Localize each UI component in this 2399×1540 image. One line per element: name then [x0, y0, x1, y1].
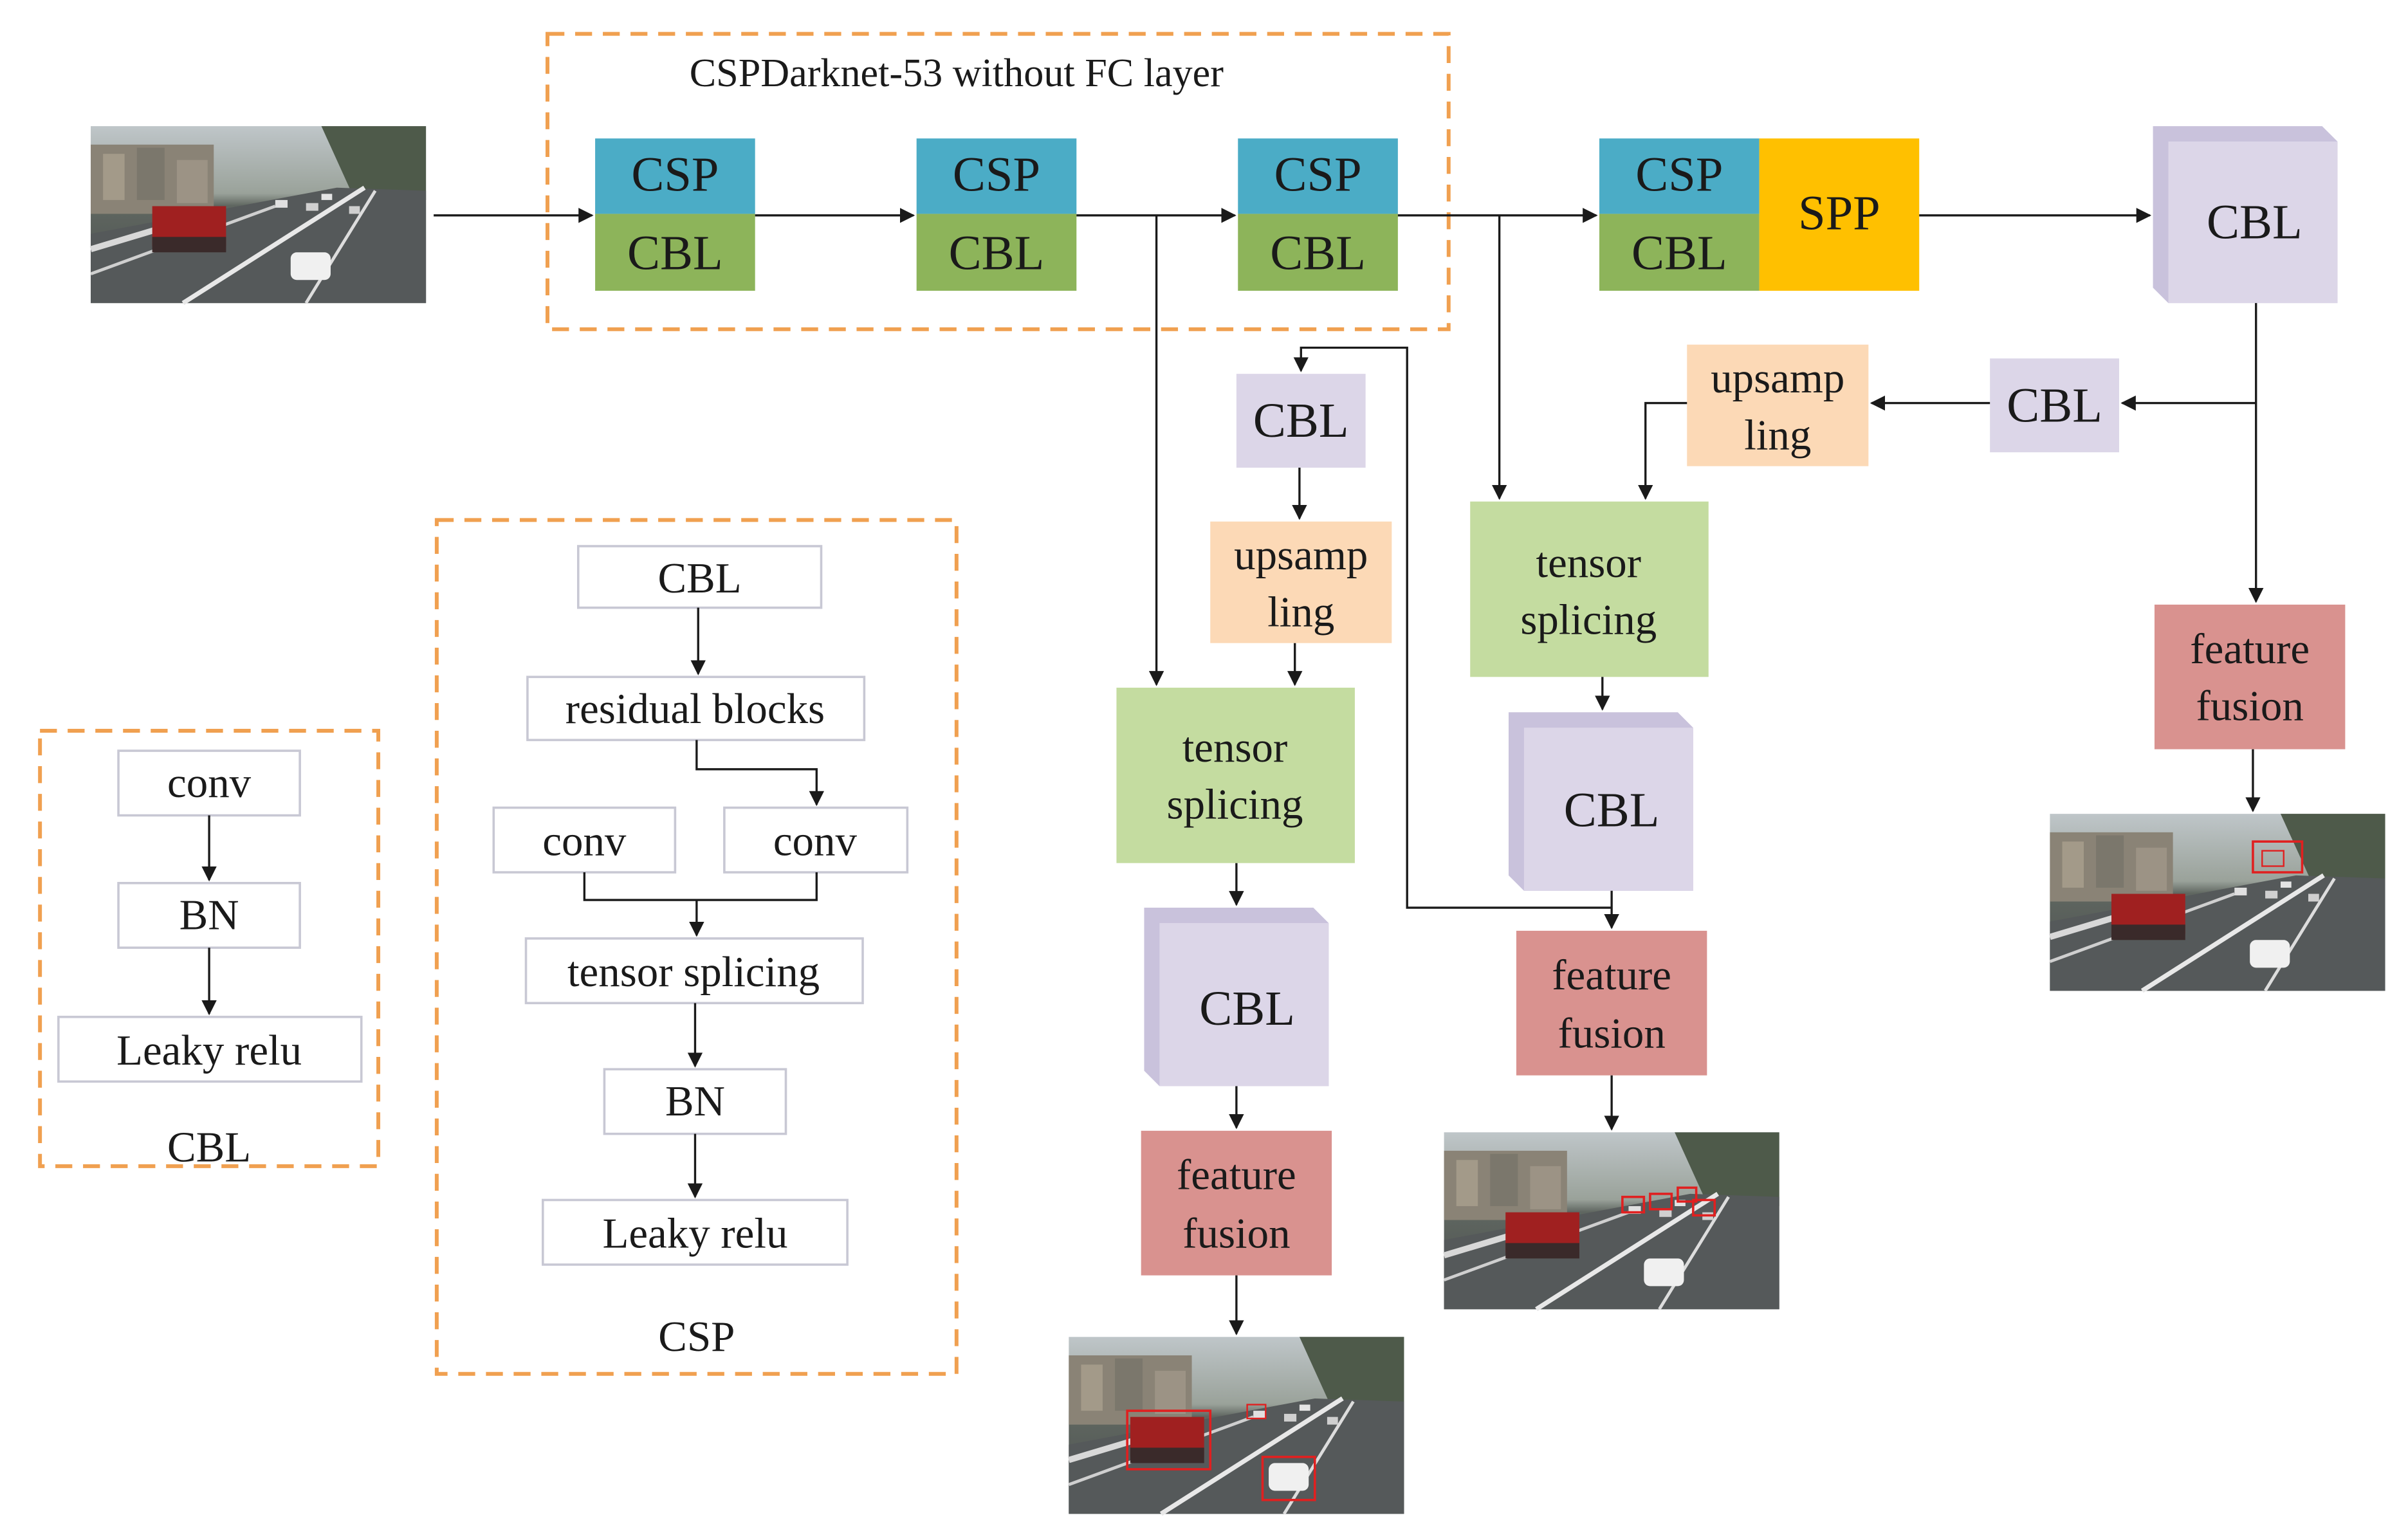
cbl-legend-relu: Leaky relu [116, 1027, 302, 1074]
csp-legend-tensor-box [524, 937, 864, 1005]
csp-legend-cbl-box [576, 545, 823, 609]
tensor-splicing-mid [1470, 501, 1709, 677]
backbone-container [545, 32, 1451, 331]
feature-fusion-left [1141, 1130, 1332, 1276]
cbl-legend-conv-box [117, 749, 301, 817]
output-road-image-large [2050, 814, 2385, 991]
csp-legend-residual-box [526, 675, 866, 742]
cbl-cube-left: CBL [1144, 908, 1329, 1086]
feature-fusion-left-line-2: fusion [1182, 1210, 1290, 1258]
csp-legend-relu: Leaky relu [602, 1210, 787, 1258]
csp-legend-residual: residual blocks [565, 685, 825, 733]
spp-label: SPP [1798, 185, 1880, 240]
csp-legend-bn-box [603, 1068, 787, 1135]
cbl-legend-relu-box [57, 1016, 363, 1083]
feature-fusion-left-line-1: feature [1177, 1151, 1296, 1199]
cbl-small-left-label: CBL [1253, 393, 1349, 448]
backbone-title: CSPDarknet-53 without FC layer [690, 51, 1224, 95]
csp-legend-conv-left: conv [542, 818, 627, 865]
stage-2-csp-label: CSP [953, 147, 1040, 202]
stage-4-csp-label: CSP [1635, 147, 1723, 202]
stage-1-cbl-label: CBL [627, 226, 723, 280]
tensor-splicing-mid-line-2: splicing [1520, 596, 1657, 643]
stage-1-csp-label: CSP [631, 147, 719, 202]
tensor-splicing-left-line-2: splicing [1167, 780, 1303, 828]
upsampling-right-line-2: ling [1744, 411, 1811, 459]
stage-4-cbl-label: CBL [1632, 226, 1727, 280]
cbl-small-right-label: CBL [2007, 378, 2102, 432]
csp-legend-cbl: CBL [658, 555, 742, 602]
csp-spp-block: CSP CBL SPP [1599, 138, 1920, 291]
feature-fusion-mid-line-2: fusion [1558, 1010, 1665, 1058]
feature-fusion-right-line-1: feature [2190, 625, 2310, 673]
stage-2-cbl-label: CBL [949, 226, 1045, 280]
cbl-small-right [1990, 358, 2119, 453]
csp-legend-conv-right-box [723, 806, 909, 874]
feature-fusion-right-line-2: fusion [2196, 682, 2304, 729]
cbl-legend-bn-box [117, 881, 301, 949]
cbl-left-label: CBL [1199, 981, 1295, 1036]
backbone-stage-1: CSP CBL [595, 138, 755, 291]
cbl-cube-main: CBL [2153, 126, 2338, 304]
stage-3-cbl-label: CBL [1270, 226, 1366, 280]
cbl-legend-bn: BN [179, 892, 239, 939]
csp-legend-title: CSP [658, 1313, 735, 1361]
csp-legend-tensor: tensor splicing [567, 948, 820, 996]
cbl-legend-conv: conv [167, 759, 252, 807]
csp-legend-relu-box [542, 1198, 849, 1266]
feature-fusion-mid-line-1: feature [1552, 951, 1671, 999]
backbone-stage-2: CSP CBL [916, 138, 1077, 291]
output-road-image-small [1069, 1337, 1404, 1514]
cbl-legend: conv BN Leaky relu CBL [57, 749, 363, 1171]
upsampling-right [1687, 344, 1869, 466]
upsampling-left [1210, 521, 1392, 643]
stage-3-csp-label: CSP [1274, 147, 1362, 202]
cbl-cube-mid: CBL [1508, 712, 1693, 891]
cbl-legend-container [38, 729, 381, 1168]
csp-legend-conv-left-box [492, 806, 677, 874]
upsampling-left-line-1: upsamp [1234, 531, 1368, 579]
backbone-stage-3: CSP CBL [1238, 138, 1398, 291]
cbl-legend-title: CBL [167, 1124, 251, 1171]
upsampling-right-line-1: upsamp [1711, 354, 1844, 402]
feature-fusion-right [2154, 604, 2346, 749]
input-road-image [91, 126, 426, 303]
csp-legend: CBL residual blocks conv conv tensor spl… [492, 545, 909, 1361]
cbl-mid-label: CBL [1564, 782, 1660, 837]
cbl-small-left [1236, 374, 1366, 468]
feature-fusion-mid [1516, 930, 1707, 1076]
csp-legend-container [434, 518, 959, 1376]
tensor-splicing-left-line-1: tensor [1182, 724, 1288, 771]
tensor-splicing-mid-line-1: tensor [1536, 539, 1642, 587]
csp-legend-bn: BN [665, 1077, 725, 1125]
output-road-image-medium [1444, 1132, 1779, 1309]
csp-legend-conv-right: conv [773, 818, 858, 865]
tensor-splicing-left [1116, 688, 1355, 863]
main-connectors [434, 208, 2264, 1335]
cbl-main-label: CBL [2207, 195, 2302, 250]
upsampling-left-line-2: ling [1267, 588, 1334, 636]
